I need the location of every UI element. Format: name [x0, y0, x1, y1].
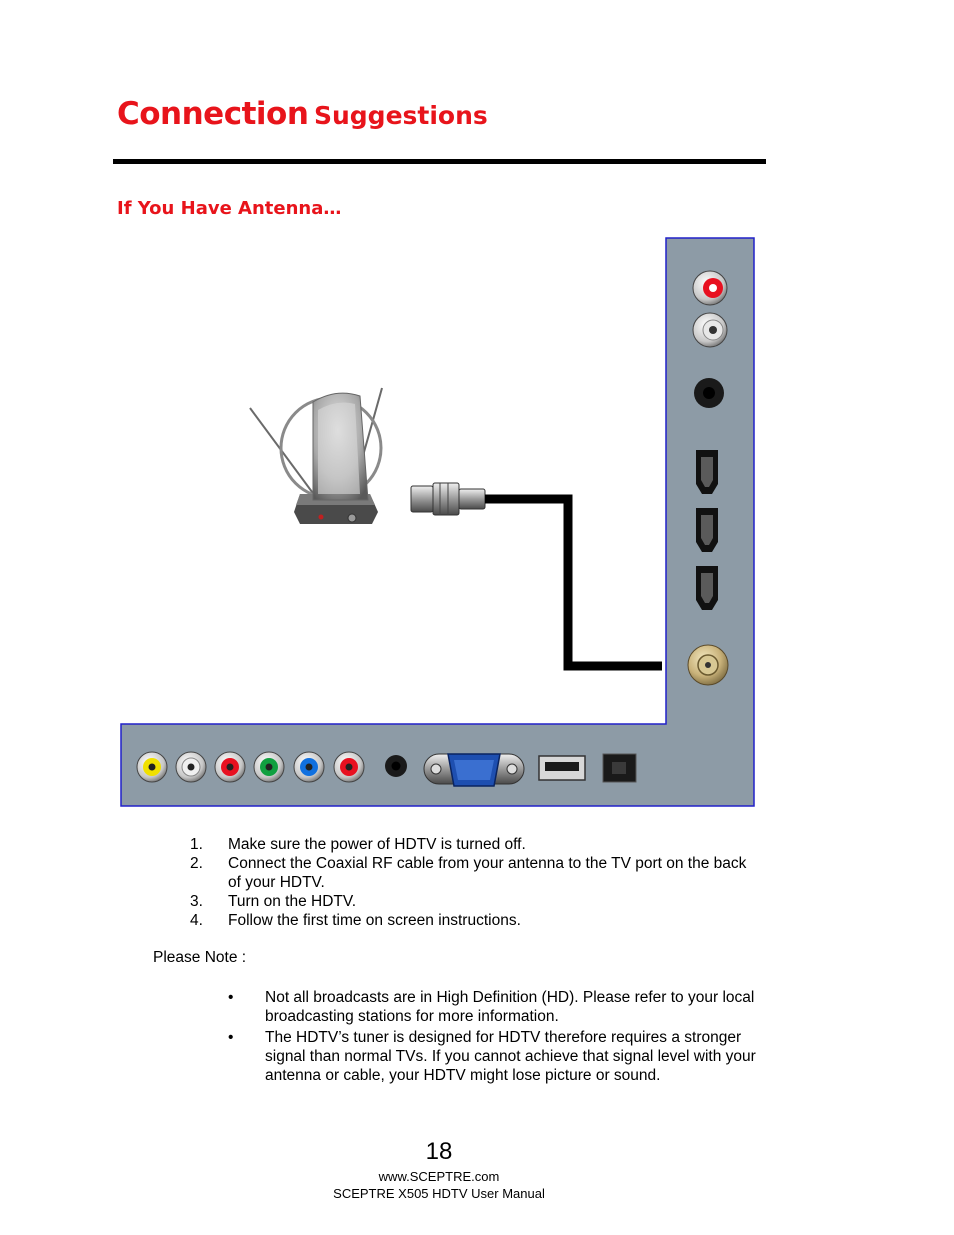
note-text: Not all broadcasts are in High Definitio… — [265, 989, 754, 1025]
rca-blue-port-icon — [294, 752, 324, 782]
page-number: 18 — [0, 1138, 878, 1166]
usb-port-icon — [539, 756, 585, 780]
minijack-port-icon — [385, 755, 407, 777]
rca-green-port-icon — [254, 752, 284, 782]
rca-yellow-port-icon — [137, 752, 167, 782]
list-item: • Not all broadcasts are in High Definiti… — [228, 988, 763, 1027]
antenna-icon — [250, 388, 382, 524]
coax-rf-port-icon — [688, 645, 728, 685]
step-text: Turn on the HDTV. — [228, 893, 356, 910]
rca-red-port-icon — [334, 752, 364, 782]
step-item: 2. Connect the Coaxial RF cable from your… — [190, 854, 760, 892]
note-list: • Not all broadcasts are in High Definiti… — [228, 988, 763, 1086]
rca-red-port-icon — [215, 752, 245, 782]
bullet-icon: • — [228, 988, 233, 1007]
tv-back-panel — [121, 238, 754, 806]
note-text: The HDTV’s tuner is designed for HDTV th… — [265, 1029, 756, 1085]
step-item: 1. Make sure the power of HDTV is turned … — [190, 835, 760, 854]
vga-port-icon — [424, 754, 524, 786]
list-item: • The HDTV’s tuner is designed for HDTV t… — [228, 1028, 763, 1086]
step-text: Make sure the power of HDTV is turned of… — [228, 836, 526, 853]
step-item: 4. Follow the first time on screen instru… — [190, 911, 760, 930]
footer-website: www.SCEPTRE.com — [0, 1169, 878, 1184]
footer-manual-title: SCEPTRE X505 HDTV User Manual — [0, 1186, 878, 1201]
rca-red-port-icon — [693, 271, 727, 305]
rca-white-port-icon — [176, 752, 206, 782]
step-item: 3. Turn on the HDTV. — [190, 892, 760, 911]
hdmi-port-icon — [696, 508, 718, 552]
hdmi-port-icon — [696, 450, 718, 494]
minijack-port-icon — [694, 378, 724, 408]
step-number: 4. — [190, 911, 203, 930]
hdmi-port-icon — [696, 566, 718, 610]
rca-white-port-icon — [693, 313, 727, 347]
step-text: Follow the first time on screen instruct… — [228, 912, 521, 929]
coax-cable — [485, 499, 662, 666]
coax-connector-icon — [411, 483, 485, 515]
bullet-icon: • — [228, 1028, 233, 1047]
step-text: Connect the Coaxial RF cable from your a… — [228, 855, 746, 891]
antenna-connection-diagram — [0, 0, 954, 820]
instruction-steps: 1. Make sure the power of HDTV is turned … — [190, 835, 760, 930]
step-number: 2. — [190, 854, 203, 873]
step-number: 3. — [190, 892, 203, 911]
optical-port-icon — [603, 754, 636, 782]
note-label: Please Note : — [153, 949, 246, 967]
step-number: 1. — [190, 835, 203, 854]
